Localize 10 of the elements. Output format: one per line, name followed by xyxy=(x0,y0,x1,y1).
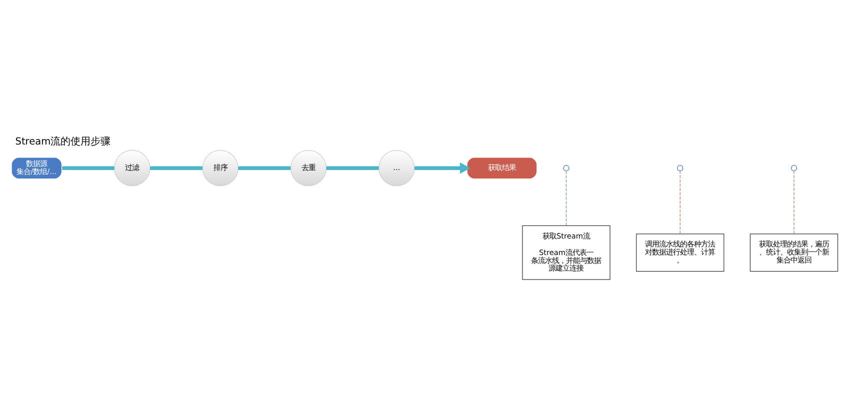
node-circle xyxy=(677,165,684,172)
connector xyxy=(566,170,567,226)
connector xyxy=(238,166,291,170)
connector xyxy=(326,166,379,170)
diagram-title: Stream流的使用步骤 xyxy=(15,136,111,148)
node-circle xyxy=(790,165,798,172)
arrow xyxy=(414,162,471,174)
connector xyxy=(150,166,202,170)
connector xyxy=(62,166,114,170)
node-circle xyxy=(563,165,570,172)
